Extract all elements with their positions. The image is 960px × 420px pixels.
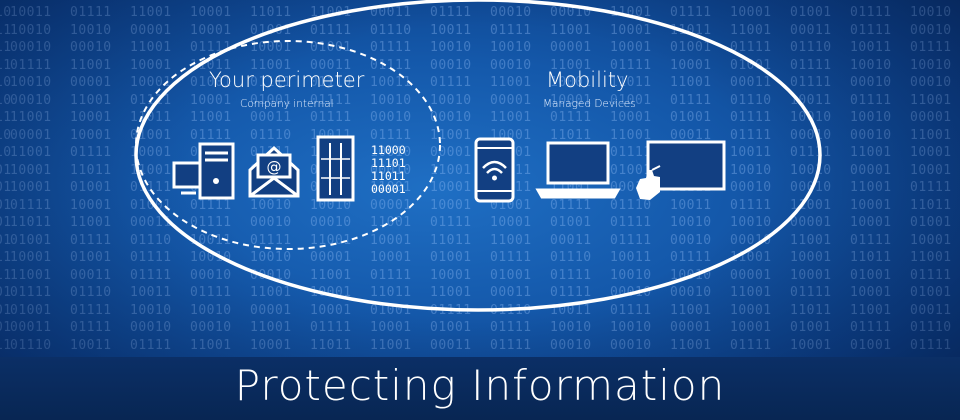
code-line: 11000 xyxy=(371,143,406,157)
binary-background: 01110 01111 01111 10011 10010 00010 0111… xyxy=(0,5,952,353)
mobility-subtitle: Managed Devices xyxy=(543,98,636,110)
outer-ellipse xyxy=(134,0,822,312)
binary-column: 01111 10010 00010 11001 00001 11001 1000… xyxy=(70,5,112,353)
perimeter-dashed-ellipse xyxy=(135,40,441,250)
footer-title: Protecting Information xyxy=(234,361,726,410)
binary-column: 01110 01111 01111 10011 10010 00010 0111… xyxy=(0,5,12,353)
desktop-computer-icon xyxy=(172,142,235,200)
binary-column: 11001 00001 11001 10001 10001 01111 1101… xyxy=(130,5,172,353)
perimeter-title: Your perimeter xyxy=(209,68,365,92)
code-line: 11101 xyxy=(371,156,406,170)
server-rack-icon xyxy=(316,135,355,202)
binary-column: 00011 01110 01111 01111 10011 10010 0001… xyxy=(370,5,412,353)
smartphone-wifi-icon xyxy=(474,137,515,203)
laptop-icon xyxy=(535,141,621,199)
binary-column: 10011 10010 00010 01111 10010 00010 1100… xyxy=(10,5,52,353)
code-line: 11011 xyxy=(371,169,406,183)
binary-column: 11011 01001 10001 11001 01111 01001 0001… xyxy=(250,5,292,353)
binary-column: 01001 00011 01110 01111 01111 10011 1001… xyxy=(790,5,832,353)
code-line: 00001 xyxy=(371,182,406,196)
binary-column: 11001 10001 10001 01111 11011 01001 1000… xyxy=(610,5,652,353)
binary-column: 01111 01111 10011 10010 00010 01111 1001… xyxy=(850,5,892,353)
email-envelope-icon: @ xyxy=(248,145,300,198)
perimeter-subtitle: Company internal xyxy=(240,98,334,110)
svg-text:@: @ xyxy=(267,158,282,176)
footer-banner: Protecting Information xyxy=(0,357,960,420)
mobility-title: Mobility xyxy=(546,68,629,92)
binary-column: 10010 00010 01111 10010 00010 11001 0000… xyxy=(910,5,952,353)
touch-tablet-icon xyxy=(636,140,726,200)
